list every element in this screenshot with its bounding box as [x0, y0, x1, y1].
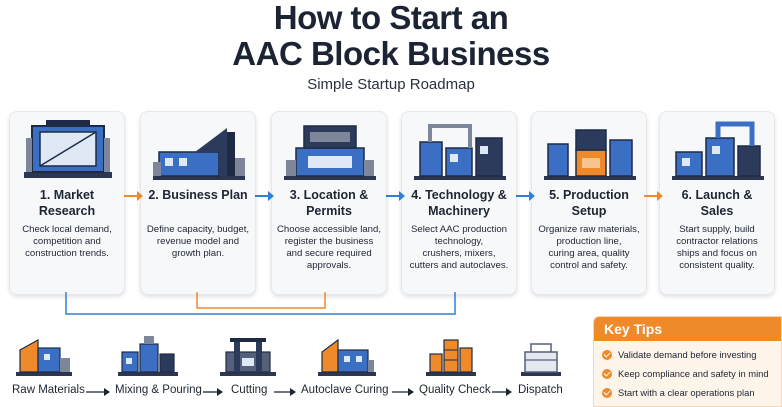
step-description: Organize raw materials, production line,…: [538, 224, 640, 271]
flow-arrow: [392, 388, 414, 396]
market-research-icon: [24, 120, 112, 178]
launch-sales-icon: [672, 121, 764, 180]
step-card-business-plan: 2. Business Plan Define capacity, budget…: [140, 111, 256, 295]
key-tip-text: Keep compliance and safety in mind: [618, 368, 769, 379]
flow-arrow: [86, 388, 110, 396]
step-card-market-research: 1. Market Research Check local demand, c…: [9, 111, 125, 295]
location-permits-icon: [284, 125, 376, 180]
step-arrow: [516, 191, 535, 201]
production-setup-icon: [544, 129, 636, 180]
key-tip-text: Validate demand before investing: [618, 349, 757, 360]
key-tips-panel: Key Tips Validate demand before investin…: [593, 316, 782, 407]
flow-label-quality-check: Quality Check: [419, 384, 491, 396]
step-title: 6. Launch & Sales: [681, 188, 753, 218]
technology-machinery-icon: [414, 124, 506, 180]
flow-label-mixing: Mixing & Pouring: [115, 384, 202, 396]
step-description: Define capacity, budget, revenue model a…: [146, 224, 250, 259]
step-card-location-permits: 3. Location & Permits Choose accessible …: [271, 111, 387, 295]
card-connector-lines: [65, 292, 456, 315]
cutting-icon: [220, 338, 276, 376]
step-title: 4. Technology & Machinery: [411, 188, 507, 218]
step-description: Select AAC production technology, crushe…: [409, 224, 509, 271]
key-tip-item: Start with a clear operations plan: [602, 387, 755, 398]
key-tips-title: Key Tips: [594, 317, 781, 341]
step-arrow: [124, 191, 143, 201]
key-tip-item: Keep compliance and safety in mind: [602, 368, 769, 379]
step-title: 1. Market Research: [38, 188, 96, 218]
step-title: 3. Location & Permits: [289, 188, 369, 218]
flow-label-raw-materials: Raw Materials: [12, 384, 85, 396]
flow-label-cutting: Cutting: [231, 384, 268, 396]
flow-label-dispatch: Dispatch: [518, 384, 563, 396]
step-card-technology-machinery: 4. Technology & Machinery Select AAC pro…: [401, 111, 517, 295]
flow-arrow: [203, 388, 223, 396]
step-arrow: [386, 191, 405, 201]
flow-arrow: [274, 388, 296, 396]
step-description: Start supply, build contractor relations…: [676, 224, 758, 271]
raw-materials-icon: [16, 338, 72, 376]
step-arrow: [644, 191, 663, 201]
page-title-line1: How to Start an: [273, 0, 509, 36]
step-card-production-setup: 5. Production Setup Organize raw materia…: [531, 111, 647, 295]
quality-check-icon: [426, 339, 476, 376]
business-plan-icon: [153, 128, 245, 180]
step-description: Choose accessible land, register the bus…: [277, 224, 381, 271]
key-tip-text: Start with a clear operations plan: [618, 387, 755, 398]
page-title-line2: AAC Block Business: [232, 35, 550, 72]
step-description: Check local demand, competition and cons…: [22, 224, 112, 259]
step-card-launch-sales: 6. Launch & Sales Start supply, build co…: [659, 111, 775, 295]
dispatch-icon: [521, 343, 561, 376]
check-icon: [602, 387, 612, 398]
key-tip-item: Validate demand before investing: [602, 349, 756, 360]
step-title: 2. Business Plan: [148, 188, 248, 202]
mixing-icon: [118, 336, 178, 376]
step-arrow: [255, 191, 274, 201]
check-icon: [602, 368, 612, 379]
autoclave-icon: [318, 338, 376, 376]
step-title: 5. Production Setup: [549, 188, 629, 218]
flow-arrow: [492, 388, 512, 396]
page-subtitle: Simple Startup Roadmap: [307, 76, 475, 93]
flow-label-autoclave: Autoclave Curing: [301, 384, 389, 396]
check-icon: [602, 349, 612, 360]
